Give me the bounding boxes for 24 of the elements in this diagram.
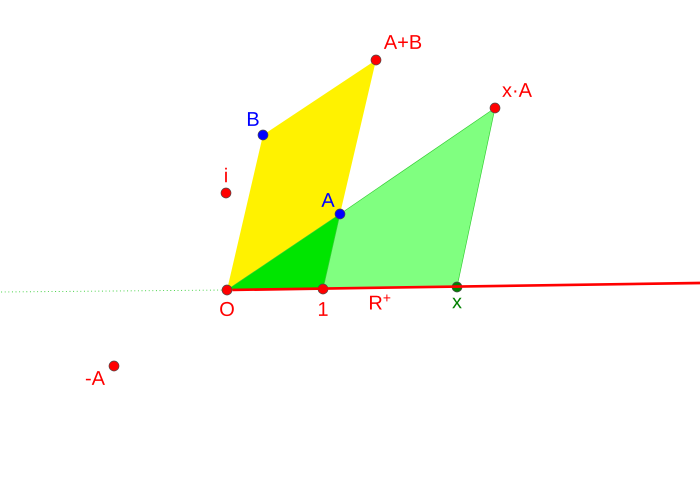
node-label: B	[248, 112, 259, 126]
node-label: 1	[318, 302, 328, 316]
point: A+B	[370, 35, 422, 66]
axis-label: R$^{+}$	[370, 294, 390, 310]
node-label: O	[220, 302, 234, 316]
point: i	[220, 168, 232, 198]
node-label: i	[225, 168, 227, 182]
point: x	[452, 282, 462, 308]
node-label: x	[452, 298, 462, 308]
point: O	[220, 284, 234, 316]
node-label: A	[321, 193, 335, 207]
point: x·A	[490, 83, 532, 114]
node-label: x·A	[502, 83, 532, 97]
node-label: A+B	[384, 35, 422, 49]
line	[232, 282, 700, 292]
line	[344, 110, 491, 212]
line	[0, 290, 222, 292]
point: 1	[318, 284, 328, 316]
node-label: -A	[86, 371, 105, 385]
point: -A	[86, 360, 120, 385]
point: B	[248, 112, 268, 140]
point: A	[321, 193, 346, 220]
line	[324, 218, 340, 284]
line	[458, 112, 494, 282]
